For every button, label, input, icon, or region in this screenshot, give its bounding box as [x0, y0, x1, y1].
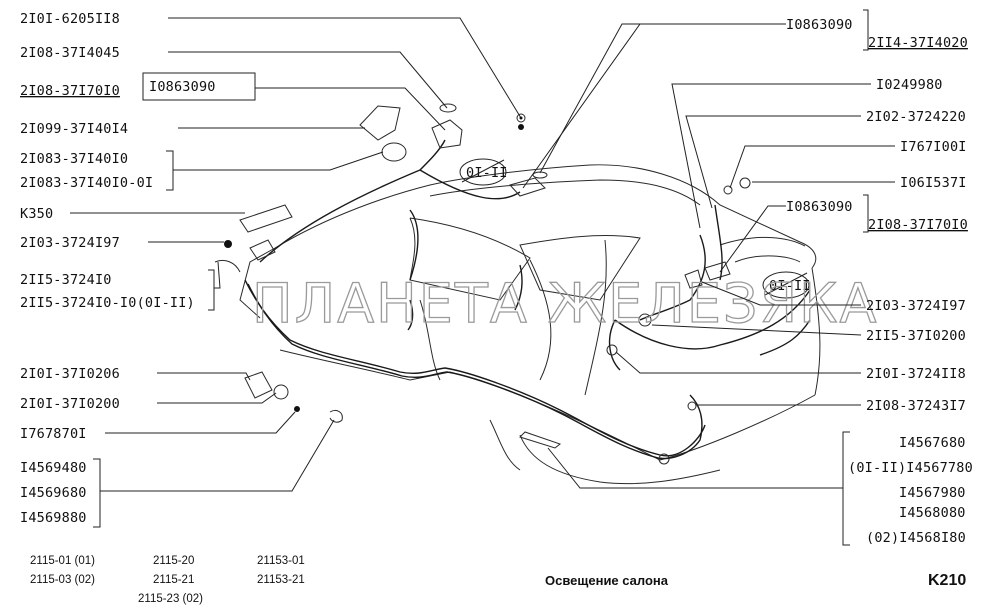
pad-icon [239, 204, 293, 233]
model-21153-21: 21153-21 [257, 574, 305, 586]
side-lamp-icon [638, 313, 652, 327]
label-2115-372410-10: 2II5-3724I0-I0(0I-II) [20, 295, 195, 311]
label-k350: K350 [20, 206, 53, 222]
model-2115-23: 2115-23 (02) [138, 593, 203, 605]
harness-left-icon [214, 259, 241, 273]
watermark-text: ПЛАНЕТА ЖЕЛЕЗЯКА [252, 272, 878, 335]
label-21099-3714014: 2I099-37I40I4 [20, 121, 128, 137]
label-14569880: I4569880 [20, 510, 87, 526]
model-2115-01: 2115-01 (01) [30, 555, 95, 567]
model-2115-21: 2115-21 [153, 574, 194, 586]
trunk-wire-icon [519, 431, 562, 449]
label-14567780: (0I-II)I4567780 [848, 460, 973, 476]
label-2101-6205118: 2I0I-6205II8 [20, 11, 120, 27]
left-callouts: 2I0I-6205II8 2I08-37I4045 2I08-37I70I0 I… [20, 11, 523, 528]
label-10863090-right: I0863090 [786, 199, 853, 215]
label-21083-3714010-01: 2I083-37I40I0-0I [20, 175, 153, 191]
variant-stamp-2-text: 0I-II [769, 278, 811, 294]
right-callouts: I0863090 2II4-37I4020 I0249980 2I02-3724… [522, 9, 973, 546]
dome-lamp-icon [359, 105, 401, 141]
clip-icon [224, 240, 232, 248]
label-10249980: I0249980 [876, 77, 943, 93]
label-2101-3710206: 2I0I-37I0206 [20, 366, 120, 382]
label-2115-372410: 2II5-3724I0 [20, 272, 112, 288]
roof-console-icon [509, 177, 546, 197]
label-10863090-left: I0863090 [149, 79, 216, 95]
label-14567980: I4567980 [899, 485, 966, 501]
rear-clip-icon [684, 269, 703, 289]
door-screw-icon [294, 406, 300, 412]
label-21083-3714010: 2I083-37I40I0 [20, 151, 128, 167]
label-14568080: I4568080 [899, 505, 966, 521]
label-2101-3724118: 2I0I-3724II8 [866, 366, 966, 382]
screw-icon [518, 124, 524, 130]
label-10863090-right-top: I0863090 [786, 17, 853, 33]
label-10615371: I06I537I [900, 175, 967, 191]
footer: 2115-01 (01) 2115-03 (02) 2115-20 2115-2… [30, 555, 966, 605]
rear-lamp-icon [704, 261, 731, 281]
label-14567680: I4567680 [899, 435, 966, 451]
variant-stamp-1 [459, 158, 507, 186]
model-2115-20: 2115-20 [153, 555, 194, 567]
model-21153-01: 21153-01 [257, 555, 305, 567]
door-clip-icon [329, 409, 343, 423]
label-14568180: (02)I4568I80 [866, 530, 966, 546]
label-2114-3714020: 2II4-37I4020 [868, 35, 968, 51]
label-2108-3717010: 2I08-37I70I0 [20, 83, 120, 99]
label-2108-3714045: 2I08-37I4045 [20, 45, 120, 61]
variant-stamp-1-text: 0I-II [466, 165, 508, 181]
trunk-clip-icon [687, 401, 697, 411]
page-code: K210 [928, 572, 966, 589]
label-17671001: I767I00I [900, 139, 967, 155]
label-2103-3724197-right: 2I03-3724I97 [866, 298, 966, 314]
model-2115-03: 2115-03 (02) [30, 574, 95, 586]
side-clip-icon [606, 344, 618, 356]
door-lamp-icon [244, 371, 273, 399]
label-17678701: I767870I [20, 426, 87, 442]
washer-icon [516, 113, 526, 123]
label-box-10863090 [142, 72, 256, 101]
door-switch-icon [273, 384, 289, 400]
trunk-connector-icon [658, 453, 670, 465]
label-2101-3710200-left: 2I0I-37I0200 [20, 396, 120, 412]
label-2115-3710200: 2II5-37I0200 [866, 328, 966, 344]
label-2108-3724317: 2I08-37243I7 [866, 398, 966, 414]
label-2103-3724197-left: 2I03-3724I97 [20, 235, 120, 251]
variant-stamp-2 [762, 271, 810, 299]
nut-icon [723, 185, 733, 195]
label-14569680: I4569680 [20, 485, 87, 501]
wiring-harness [244, 139, 811, 460]
ring-icon [439, 103, 457, 113]
switch-icon [381, 142, 407, 162]
label-2108-3717010-right: 2I08-37I70I0 [868, 217, 968, 233]
label-14569480: I4569480 [20, 460, 87, 476]
label-2102-3724220: 2I02-3724220 [866, 109, 966, 125]
bolt-icon [739, 177, 751, 189]
diagram-caption: Освещение салона [545, 573, 669, 588]
connector-icon [431, 119, 463, 149]
lamp-left-icon [249, 239, 276, 261]
variant-stamps: 0I-II 0I-II [459, 158, 811, 299]
